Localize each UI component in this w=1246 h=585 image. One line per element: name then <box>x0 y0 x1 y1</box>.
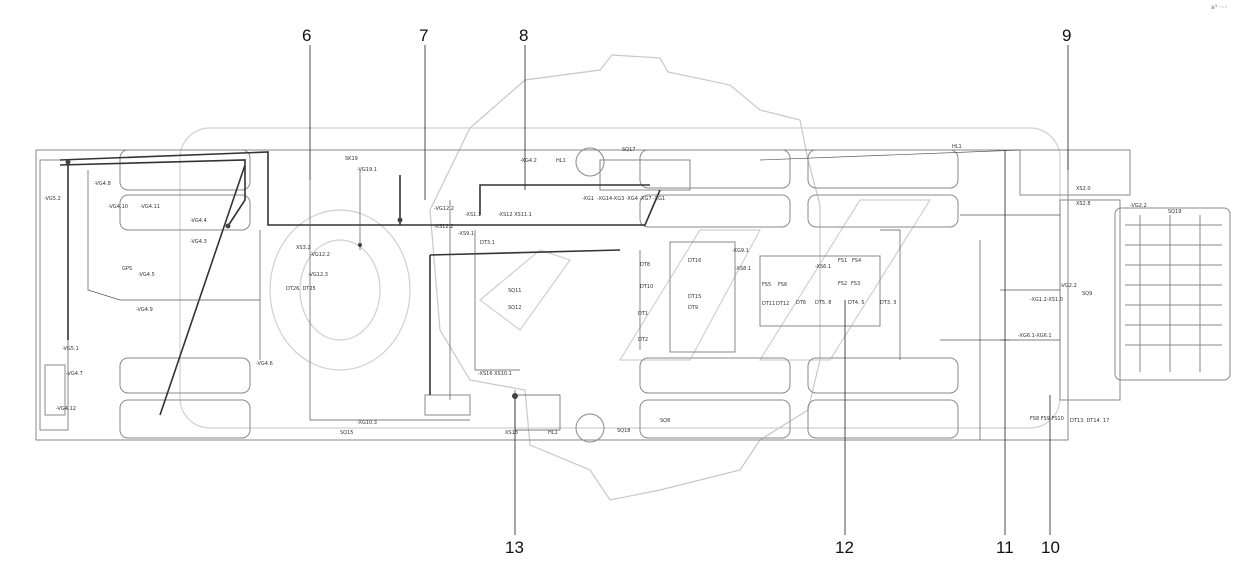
callout-numbers: 6 7 8 9 13 12 11 10 <box>302 26 1071 557</box>
label-xg9-1: -XG9.1 <box>732 248 749 254</box>
label-dt2: DT2 <box>638 337 648 343</box>
label-vg12-3: -VG12.3 <box>308 272 328 278</box>
label-dt3-3: DT3. 3 <box>880 300 896 306</box>
label-sk19: SK19 <box>345 156 358 162</box>
label-vg4-8: -VG4.8 <box>94 181 111 187</box>
label-vg4-6: -VG4.6 <box>256 361 273 367</box>
label-fs8: FS8 FS9 FS10 <box>1030 416 1064 422</box>
callout-6: 6 <box>302 26 311 45</box>
label-dt12: DT12 <box>776 301 789 307</box>
label-gps: GPS <box>122 266 132 272</box>
label-vg12-2-mid: -VG12.2 <box>310 252 330 258</box>
label-sq11: SQ11 <box>508 288 521 294</box>
label-vg4-9: -VG4.9 <box>136 307 153 313</box>
label-dt14: DT13. DT14. 17 <box>1070 418 1109 424</box>
label-xs1-1: -XS1.1 <box>465 212 481 218</box>
label-xs2-0: XS2.0 <box>1076 186 1091 192</box>
watermark-logo <box>179 127 1061 429</box>
label-xs6-1: -XS6.1 <box>815 264 831 270</box>
label-fs3: FS3 <box>851 281 860 287</box>
label-vg4-12: -VG4.12 <box>56 406 76 412</box>
label-xg10-3: -XG10.3 <box>357 420 377 426</box>
callout-12: 12 <box>835 538 854 557</box>
label-dt16: DT16 <box>688 258 701 264</box>
label-fs1: FS1 <box>838 258 847 264</box>
label-hl1-bottom: HL1 <box>548 430 558 436</box>
callout-11: 11 <box>996 538 1014 557</box>
label-xg-chain: -XG14-XG3 -XG4 -XG7 -XG1 <box>597 196 665 202</box>
label-xg1-2: -XG1.2-XS1.0 <box>1030 297 1063 303</box>
label-fs4: FS4 <box>852 258 861 264</box>
label-vg2-3: -VG2.2 <box>1060 283 1077 289</box>
watermark-gear <box>429 54 821 501</box>
label-vg4-3: -VG4.3 <box>190 239 207 245</box>
label-fs6: FS6 <box>778 282 787 288</box>
label-vg4-11: -VG4.11 <box>140 204 160 210</box>
label-vg12-2-top: -VG12.2 <box>434 206 454 212</box>
label-dt15: DT15 <box>688 294 701 300</box>
label-dt11: DT11 <box>762 301 775 307</box>
label-dt6: DT6 <box>796 300 806 306</box>
junction-dots <box>65 159 518 399</box>
label-dt9: DT9 <box>688 305 698 311</box>
label-xg1: -XG1 <box>582 196 594 202</box>
label-xs9-1: -XS9.1 <box>458 231 474 237</box>
label-dt10: DT10 <box>640 284 653 290</box>
watermark: a³ ·◦◦ <box>1211 4 1228 11</box>
callout-10: 10 <box>1041 538 1060 557</box>
label-sq18: SQ18 <box>617 428 630 434</box>
label-dt1: DT1 <box>638 311 648 317</box>
label-vg5-1: -VG5.1 <box>62 346 79 352</box>
label-vg2-2: -VG2.2 <box>1130 203 1147 209</box>
label-xs2-8: XS2.8 <box>1076 201 1091 207</box>
label-hl1-top: HL1 <box>556 158 566 164</box>
label-vg4-5: -VG4.5 <box>138 272 155 278</box>
component-labels: -VG5.2 -VG5.1 -VG4.7 -VG4.12 -VG4.8 -VG4… <box>44 144 1181 436</box>
label-fs5: FS5 <box>762 282 771 288</box>
label-dt5-8: DT5. 8 <box>815 300 831 306</box>
callout-13: 13 <box>505 538 524 557</box>
callout-8: 8 <box>519 26 528 45</box>
label-dt3-1: DT3.1 <box>480 240 495 246</box>
label-dt26: DT26. DT25 <box>286 286 316 292</box>
label-vg4-4: -VG4.4 <box>190 218 207 224</box>
label-vg19-1: -VG19.1 <box>357 167 377 173</box>
label-xs3-2: XS3.2 <box>296 245 311 251</box>
label-xs8-1: -XS8.1 <box>735 266 751 272</box>
label-hl1-right: HL1 <box>952 144 962 150</box>
label-fs2: FS2 <box>838 281 847 287</box>
wiring-harness <box>59 151 661 416</box>
wiring-thin <box>87 149 1060 440</box>
label-sq19: SQ19 <box>1168 209 1181 215</box>
label-xs18: XS18 <box>505 430 518 436</box>
label-xs16-xs10: -XS16 XS10.1 <box>478 371 512 377</box>
label-vg5-2: -VG5.2 <box>44 196 61 202</box>
callout-leaders <box>309 45 1069 535</box>
label-sq9: SQ9 <box>1082 291 1092 297</box>
label-xg4-2: -XG4.2 <box>520 158 537 164</box>
label-dt8: DT8 <box>640 262 650 268</box>
callout-9: 9 <box>1062 26 1071 45</box>
callout-7: 7 <box>419 26 428 45</box>
vehicle-outline <box>35 147 1231 443</box>
label-dt4-5: DT4. 5 <box>848 300 864 306</box>
label-xs12-2: -XS12.2 <box>434 224 453 230</box>
label-sq15: SQ15 <box>340 430 353 436</box>
label-sq17: SQ17 <box>622 147 635 153</box>
label-xg6-1: -XG6.1-XG6.1 <box>1018 333 1052 339</box>
label-sq12: SQ12 <box>508 305 521 311</box>
label-vg4-10: -VG4.10 <box>108 204 128 210</box>
label-vg4-7: -VG4.7 <box>66 371 83 377</box>
label-sq8: SQ8 <box>660 418 670 424</box>
label-xs12-xs11: -XS12 XS11.1 <box>498 212 532 218</box>
